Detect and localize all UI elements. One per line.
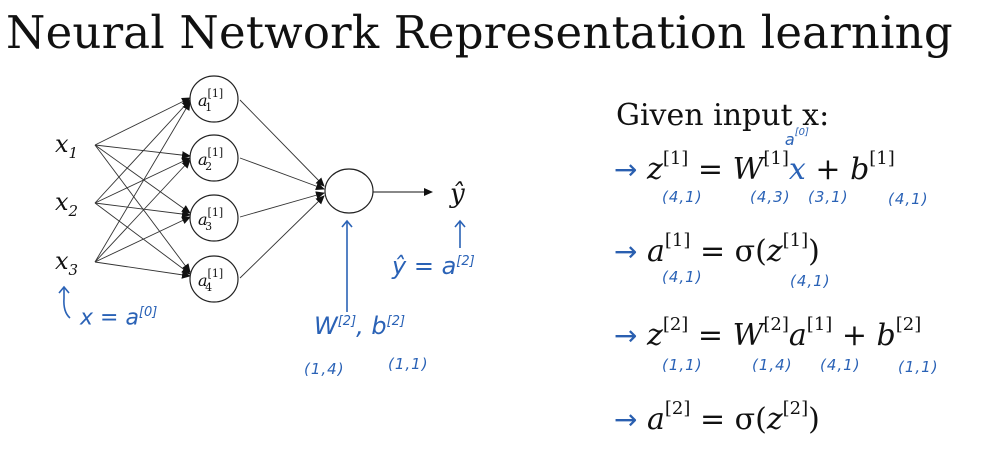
equation-4: → a[2] = σ(z[2]) xyxy=(614,398,820,437)
eq2-dim-z: (4,1) xyxy=(790,272,831,290)
eq1-dim-b: (4,1) xyxy=(888,190,929,208)
hidden-node-3 xyxy=(189,194,239,242)
hidden-label-3: a[1]3 xyxy=(198,206,223,233)
equation-3: → z[2] = W[2]a[1] + b[2] xyxy=(614,314,922,353)
eq3-dim-w: (1,4) xyxy=(752,356,793,374)
eq3-dim-b: (1,1) xyxy=(898,358,939,376)
eq2-dim-a: (4,1) xyxy=(662,268,703,286)
bullet-arrow-icon: → xyxy=(614,319,638,352)
page-title: Neural Network Representation learning xyxy=(6,6,953,59)
input-x1: x1 xyxy=(55,130,78,162)
hidden-label-1: a[1]1 xyxy=(198,87,223,114)
eq3-dim-a: (4,1) xyxy=(820,356,861,374)
given-input-heading: Given input x: xyxy=(616,98,830,133)
input-x3: x3 xyxy=(55,247,78,279)
eq1-dim-w: (4,3) xyxy=(750,188,791,206)
w2-dim: (1,4) xyxy=(304,360,345,378)
output-yhat: ŷ xyxy=(449,179,465,209)
eq3-dim-z: (1,1) xyxy=(662,356,703,374)
x-equals-a0: x = a[0] xyxy=(80,305,158,331)
eq1-dim-x: (3,1) xyxy=(808,188,849,206)
x-hook-arrow xyxy=(58,285,71,319)
bullet-arrow-icon: → xyxy=(614,153,638,186)
eq1-dim-z: (4,1) xyxy=(662,188,703,206)
input-x2: x2 xyxy=(55,188,78,220)
w2-b2-label: W[2], b[2] xyxy=(314,312,406,340)
hidden-label-2: a[1]2 xyxy=(198,146,223,173)
hidden-label-4: a[1]4 xyxy=(198,267,223,294)
hidden-node-2 xyxy=(189,134,239,182)
output-node xyxy=(324,168,374,214)
hidden-output-edges xyxy=(239,99,325,279)
hidden-node-1 xyxy=(189,75,239,123)
equation-2: → a[1] = σ(z[1]) xyxy=(614,230,820,269)
input-hidden-edges xyxy=(94,97,191,279)
bullet-arrow-icon: → xyxy=(614,403,638,436)
b2-dim: (1,1) xyxy=(388,355,429,373)
hidden-node-4 xyxy=(189,255,239,303)
bullet-arrow-icon: → xyxy=(614,235,638,268)
yhat-equals-a2: ŷ = a[2] xyxy=(392,252,475,280)
